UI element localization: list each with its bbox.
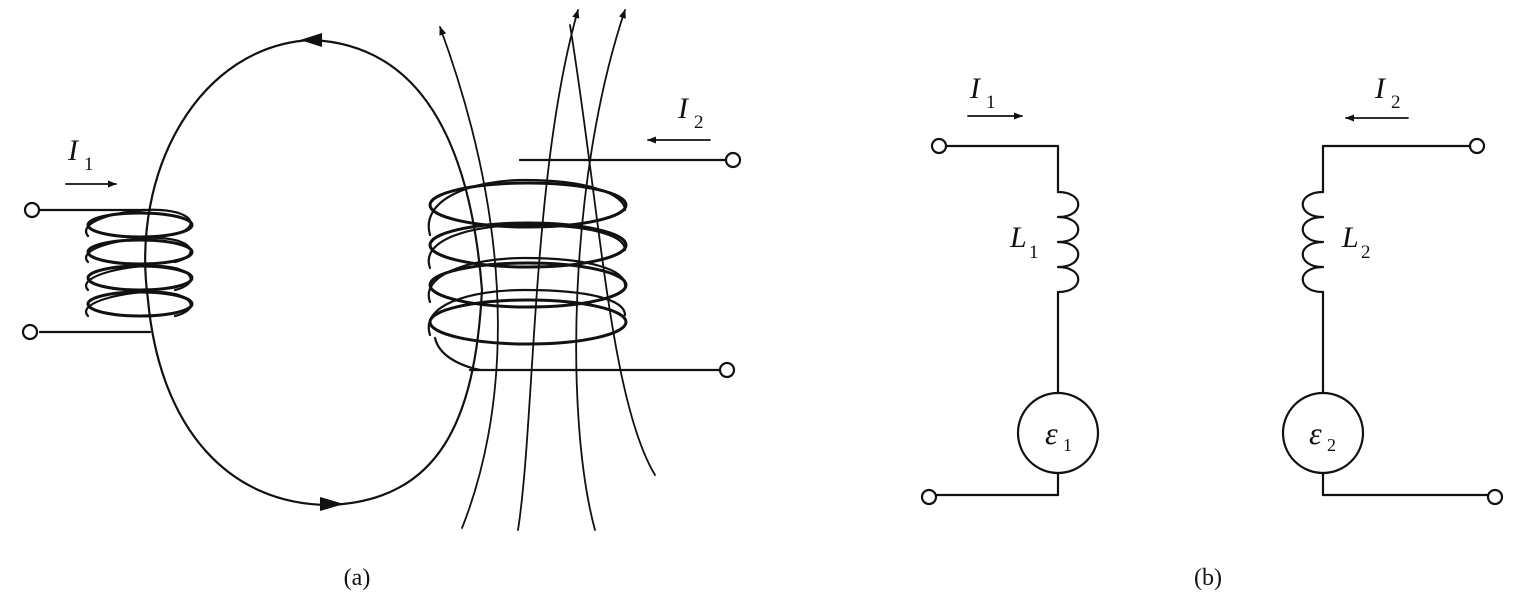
circuit1-terminal-bottom [920,488,938,506]
coil2-turn-back-3 [427,256,627,304]
field-loop-lower [146,288,484,507]
emf-source-2 [1281,391,1365,475]
field-line-4 [569,24,656,476]
current-label-i2-b: I 2 [1345,72,1409,122]
coil2-terminal-bottom [718,361,736,379]
field-loop-upper [144,38,484,302]
caption-b: (b) [1194,565,1222,591]
coil1-turn-1 [86,211,194,239]
coil-2 [427,151,742,379]
inductor-1-symbol: L [1009,221,1027,254]
coil2-turn-4 [428,298,628,346]
current-i1-symbol: I [67,134,80,167]
field-loop-arrow-top [300,33,322,47]
panel-b: I 1 I 2 L 1 L 2 ε 1 ε 2 (b) [920,72,1504,591]
field-line-2 [517,9,580,531]
current-i1-b-symbol: I [969,72,982,105]
circuit-1 [920,137,1100,506]
inductor-1-coil [1056,190,1080,294]
circuit-2 [1281,137,1504,506]
current-i2-symbol: I [677,92,690,125]
panel-a: I 1 I 2 (a) [21,9,742,591]
field-loop-arrow-bottom [320,497,344,511]
caption-a: (a) [344,565,371,591]
coil1-turn-4 [86,290,194,318]
coil2-turn-back-4 [427,288,627,337]
emf-2-subscript: 2 [1327,435,1336,455]
emf-1-symbol: ε [1045,415,1058,451]
inductor-1-subscript: 1 [1029,242,1039,263]
field-loop [144,33,484,511]
current-label-i1-b: I 1 [967,72,1023,120]
current-label-i2-a: I 2 [647,92,711,144]
coil2-turn-2 [428,221,628,269]
coil1-turn-3 [86,264,194,292]
coil2-turn-1 [428,181,628,229]
coil1-terminal-top [23,201,41,219]
coil2-tail [433,336,482,372]
current-label-i1-a: I 1 [65,134,117,188]
current-i2-b-symbol: I [1374,72,1387,105]
coil-1 [21,201,194,341]
emf-source-1 [1016,391,1100,475]
inductor-2-coil [1301,190,1325,294]
current-i1-b-subscript: 1 [986,92,996,113]
coil1-turn-2 [86,238,194,266]
circuit1-terminal-top [930,137,948,155]
coil1-terminal-bottom [21,323,39,341]
coil2-terminal-top [724,151,742,169]
inductor-label-2: L 2 [1341,221,1371,263]
emf-2-symbol: ε [1309,415,1322,451]
current-i2-subscript: 2 [694,112,704,133]
inductor-label-1: L 1 [1009,221,1039,263]
circuit2-terminal-bottom [1486,488,1504,506]
field-line-1 [439,26,499,529]
emf-label-1: ε 1 [1045,415,1072,455]
emf-label-2: ε 2 [1309,415,1336,455]
current-i1-subscript: 1 [84,154,94,175]
emf-1-subscript: 1 [1063,435,1072,455]
current-i2-b-subscript: 2 [1391,92,1401,113]
coil2-turn-back-2 [427,223,627,270]
coil2-turn-3 [428,261,628,309]
inductor-2-subscript: 2 [1361,242,1371,263]
coil1-turn-back-1 [84,208,192,238]
field-lines-coil2 [439,9,656,531]
circuit2-terminal-top [1468,137,1486,155]
inductor-2-symbol: L [1341,221,1359,254]
